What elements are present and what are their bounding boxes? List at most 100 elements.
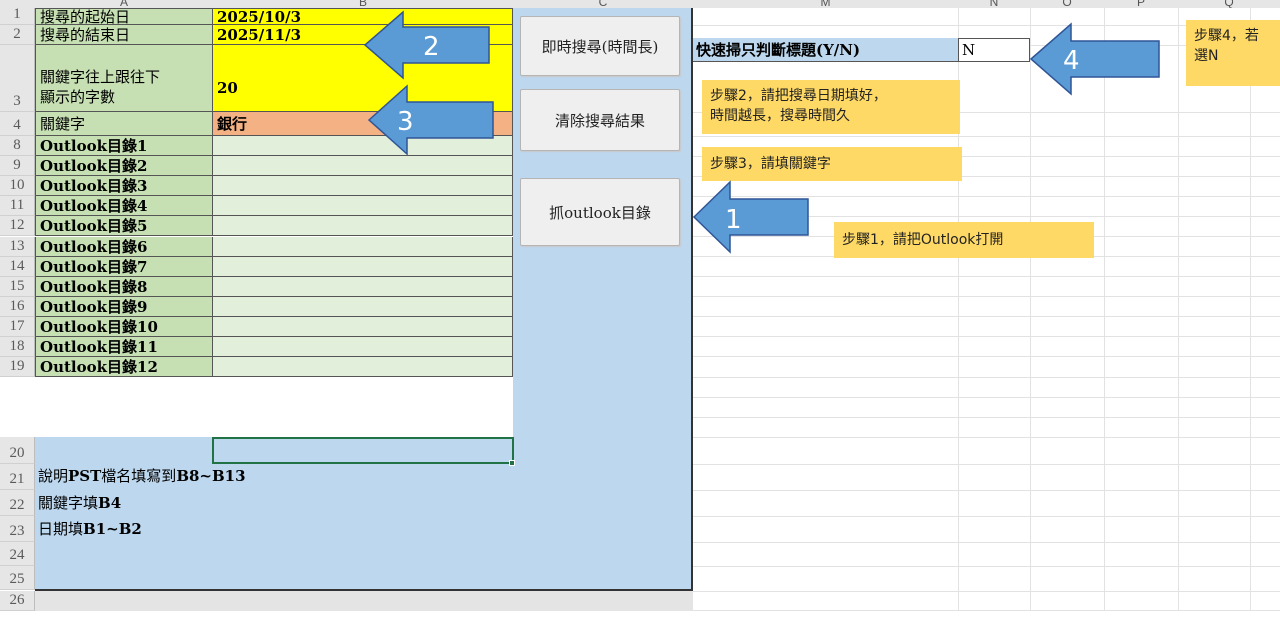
row-header[interactable]: 2 <box>0 25 35 45</box>
outlook-folder-label[interactable]: Outlook目錄7 <box>35 256 213 277</box>
grid-divider <box>1178 8 1179 610</box>
grid-row-line <box>693 136 1280 137</box>
outlook-folder-input[interactable] <box>213 156 513 177</box>
outlook-folder-input[interactable] <box>213 256 513 277</box>
fill-handle[interactable] <box>509 460 515 466</box>
label-end-date[interactable]: 搜尋的結束日 <box>35 25 213 45</box>
outlook-folder-input[interactable] <box>213 296 513 317</box>
instruction-line-1: 說明PST檔名填寫到B8~B13 <box>38 467 246 485</box>
outlook-folder-label[interactable]: Outlook目錄12 <box>35 357 213 378</box>
row-header[interactable]: 10 <box>0 176 35 197</box>
row-header[interactable]: 12 <box>0 216 35 237</box>
arrow-3-left-icon: 3 <box>367 84 494 156</box>
label-keyword[interactable]: 關鍵字 <box>35 112 213 136</box>
outlook-folder-input[interactable] <box>213 196 513 217</box>
grid-row-line <box>693 356 1280 357</box>
outlook-folder-label[interactable]: Outlook目錄2 <box>35 156 213 177</box>
row-header[interactable]: 4 <box>0 112 35 136</box>
grid-row-line <box>693 156 1280 157</box>
start-date-input[interactable]: 2025/10/3 <box>213 8 513 25</box>
outlook-folder-label[interactable]: Outlook目錄5 <box>35 216 213 237</box>
label-context-chars[interactable]: 關鍵字往上跟往下 顯示的字數 <box>35 45 213 112</box>
grid-divider <box>1030 8 1031 610</box>
row-header[interactable]: 13 <box>0 236 35 257</box>
grid-divider <box>1104 8 1105 610</box>
outlook-folder-input[interactable] <box>213 276 513 297</box>
row-header[interactable]: 11 <box>0 196 35 217</box>
column-header-label: A <box>119 0 128 8</box>
outlook-folder-label[interactable]: Outlook目錄9 <box>35 296 213 317</box>
column-header-a[interactable]: A <box>35 0 214 8</box>
label-line: 顯示的字數 <box>40 88 116 106</box>
row-header[interactable]: 14 <box>0 256 35 277</box>
row-header[interactable]: 17 <box>0 316 35 337</box>
outlook-folder-label[interactable]: Outlook目錄10 <box>35 316 213 337</box>
row-number: 1 <box>13 6 21 22</box>
row-header[interactable]: 24 <box>0 542 35 566</box>
note-line: 步驟2，請把搜尋日期填好， <box>710 88 887 104</box>
row-header[interactable]: 25 <box>0 566 35 590</box>
row-number: 25 <box>9 571 25 587</box>
quick-scan-input[interactable]: N <box>958 38 1030 62</box>
row-header[interactable]: 23 <box>0 516 35 542</box>
outlook-folder-input[interactable] <box>213 176 513 197</box>
outlook-folder-input[interactable] <box>213 236 513 257</box>
clear-results-button[interactable]: 清除搜尋結果 <box>520 89 680 151</box>
row-header[interactable]: 22 <box>0 490 35 516</box>
arrow-1-label: 1 <box>725 205 742 235</box>
row-header[interactable]: 1 <box>0 6 35 25</box>
outlook-folder-label[interactable]: Outlook目錄3 <box>35 176 213 197</box>
grid-row-line <box>693 437 1280 438</box>
fetch-outlook-folders-button[interactable]: 抓outlook目錄 <box>520 178 680 246</box>
instant-search-button[interactable]: 即時搜尋(時間長) <box>520 16 680 76</box>
outlook-folder-label[interactable]: Outlook目錄6 <box>35 236 213 257</box>
grid-row-line <box>693 377 1280 378</box>
outlook-folder-label[interactable]: Outlook目錄1 <box>35 136 213 157</box>
column-header-label: C <box>598 0 608 8</box>
outlook-folder-input[interactable] <box>213 357 513 378</box>
row-header[interactable]: 21 <box>0 464 35 490</box>
row-header[interactable]: 15 <box>0 276 35 297</box>
row-number: 9 <box>13 157 21 174</box>
column-header-o[interactable]: O <box>1030 0 1105 8</box>
column-header-label: N <box>989 0 999 8</box>
row-header[interactable]: 18 <box>0 337 35 358</box>
row-header[interactable]: 26 <box>0 591 35 611</box>
row-number: 21 <box>9 471 25 487</box>
row-header[interactable]: 16 <box>0 296 35 317</box>
row-header[interactable]: 3 <box>0 45 35 112</box>
outlook-folder-label[interactable]: Outlook目錄11 <box>35 337 213 358</box>
note-step2: 步驟2，請把搜尋日期填好， 時間越長，搜尋時間久 <box>702 80 960 134</box>
column-header-c[interactable]: C <box>513 0 694 8</box>
grid-row-line <box>693 516 1280 517</box>
column-header-m[interactable]: M <box>693 0 959 8</box>
row-header[interactable]: 20 <box>0 437 35 464</box>
outlook-folder-input[interactable] <box>213 136 513 157</box>
outlook-folder-input[interactable] <box>213 316 513 337</box>
outlook-folder-label[interactable]: Outlook目錄4 <box>35 196 213 217</box>
grid-row-line <box>693 591 1280 592</box>
quick-scan-label[interactable]: 快速掃只判斷標題(Y/N) <box>693 38 958 62</box>
outlook-folder-input[interactable] <box>213 216 513 237</box>
row-number: 10 <box>9 177 25 194</box>
row-header[interactable]: 19 <box>0 357 35 378</box>
note-step3: 步驟3，請填關鍵字 <box>702 147 962 181</box>
grid-row-line <box>693 216 1280 217</box>
grid-row-line <box>693 610 1280 611</box>
column-header-q[interactable]: Q <box>1178 0 1280 8</box>
row-number: 19 <box>9 358 25 375</box>
label-start-date[interactable]: 搜尋的起始日 <box>35 8 213 25</box>
column-header-n[interactable]: N <box>958 0 1031 8</box>
outlook-folder-label[interactable]: Outlook目錄8 <box>35 276 213 297</box>
outlook-folder-input[interactable] <box>213 337 513 358</box>
column-header-p[interactable]: P <box>1104 0 1179 8</box>
column-header-b[interactable]: B <box>213 0 514 8</box>
grid-row-line <box>693 25 1280 26</box>
grid-row-line <box>693 336 1280 337</box>
row-26-area <box>35 591 693 611</box>
row-header[interactable]: 8 <box>0 136 35 157</box>
selected-cell-b20[interactable] <box>212 437 514 464</box>
row-header[interactable]: 9 <box>0 156 35 177</box>
note-step1: 步驟1，請把Outlook打開 <box>834 222 1094 258</box>
grid-row-line <box>693 276 1280 277</box>
